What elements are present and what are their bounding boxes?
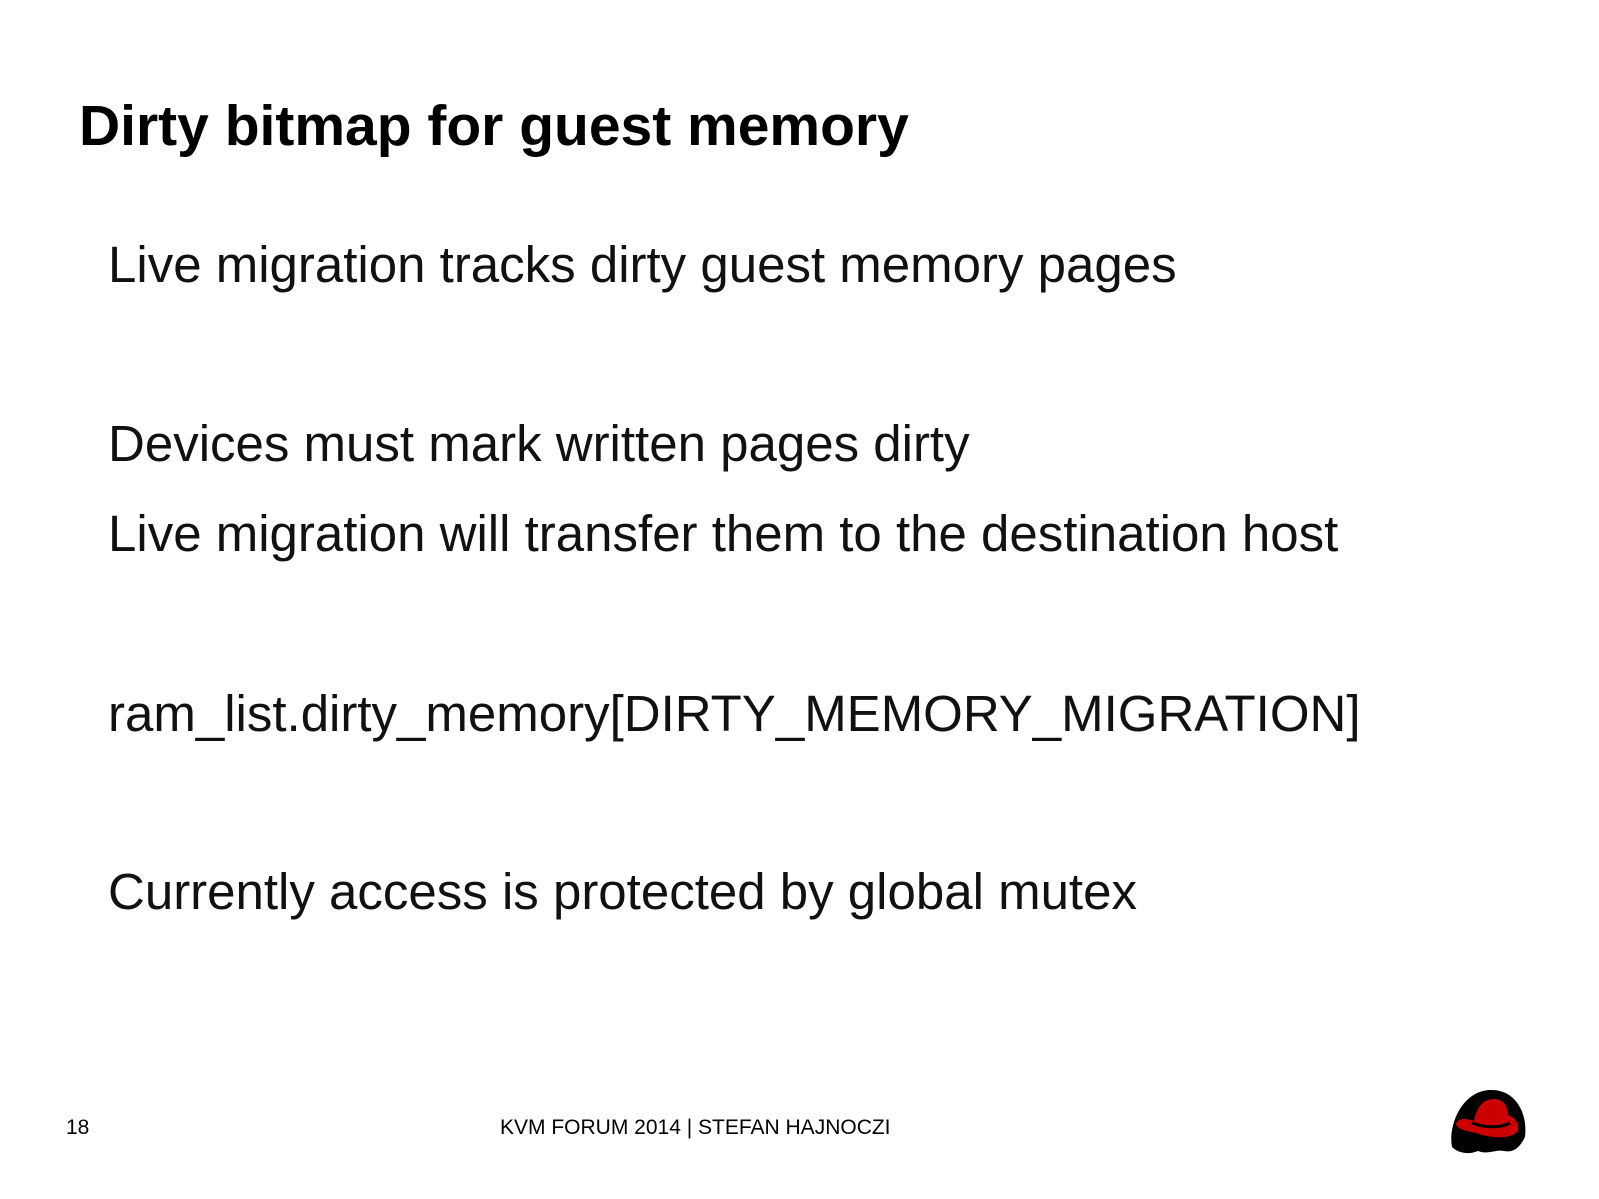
footer-text: KVM FORUM 2014 | STEFAN HAJNOCZI	[500, 1116, 891, 1139]
bullet-text: Devices must mark written pages dirty	[108, 415, 970, 472]
page-number: 18	[66, 1116, 90, 1139]
bullet-text: Live migration will transfer them to the…	[108, 505, 1339, 562]
bullet-text: ram_list.dirty_memory[DIRTY_MEMORY_MIGRA…	[108, 685, 1361, 742]
bullet-text: Currently access is protected by global …	[108, 863, 1137, 920]
red-hat-logo-icon	[1451, 1089, 1526, 1154]
bullet-text: Live migration tracks dirty guest memory…	[108, 236, 1177, 293]
slide-title: Dirty bitmap for guest memory	[79, 94, 909, 158]
